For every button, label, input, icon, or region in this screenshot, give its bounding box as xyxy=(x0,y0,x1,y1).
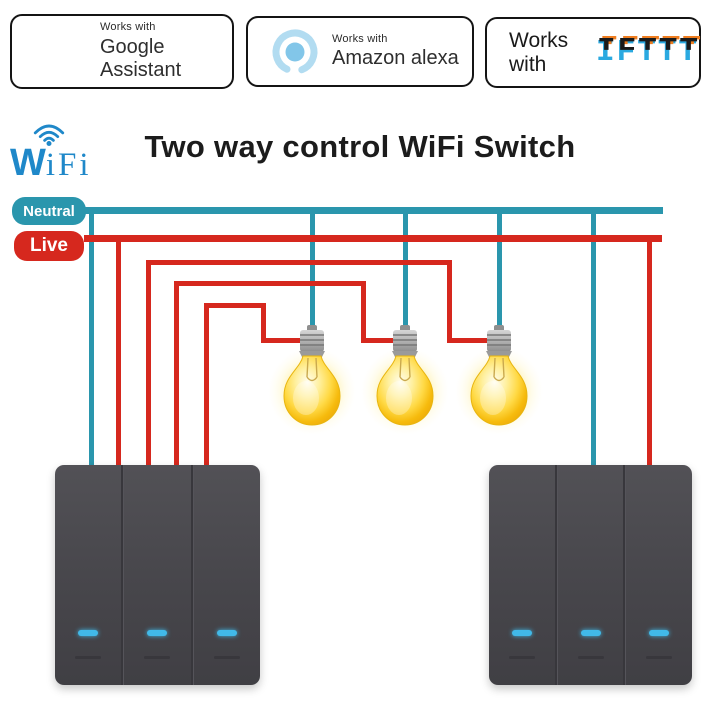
switched-line2-drop xyxy=(361,281,366,343)
neutral-drop-left-switch xyxy=(89,207,94,466)
wall-switch-left-rocker-1 xyxy=(55,465,124,685)
switched-line1-to-bulb-3 xyxy=(447,338,490,343)
led-indicator xyxy=(649,630,670,636)
led-indicator xyxy=(78,630,99,636)
rocker-indent xyxy=(577,656,604,659)
works-with-google-assistant-badge: Works with Google Assistant xyxy=(10,14,234,89)
light-bulb-2 xyxy=(360,325,450,437)
led-indicator xyxy=(580,630,601,636)
switched-line1-run xyxy=(146,260,452,265)
works-with-ifttt-badge: Works with IFTTT IFTTT IFTTT xyxy=(485,17,701,88)
neutral-label-pill: Neutral xyxy=(12,197,86,225)
wall-switch-right-rocker-3 xyxy=(625,465,692,685)
wall-switch-left-rocker-2 xyxy=(123,465,193,685)
live-drop-left-switch xyxy=(116,235,121,466)
neutral-label: Neutral xyxy=(23,202,75,220)
wall-switch-right xyxy=(489,465,692,685)
light-bulb-1 xyxy=(267,325,357,437)
amazon-alexa-label: Amazon alexa xyxy=(332,47,459,70)
light-bulb-3 xyxy=(454,325,544,437)
led-indicator xyxy=(147,630,168,636)
switched-line2-run xyxy=(174,281,366,286)
switched-line3-run xyxy=(204,303,266,308)
wifi-text-rest: iFi xyxy=(45,147,92,183)
switched-line1-riser xyxy=(146,260,151,466)
ifttt-logo: IFTTT IFTTT IFTTT xyxy=(595,33,701,70)
ifttt-logo-black-layer: IFTTT xyxy=(596,33,700,68)
wall-switch-left xyxy=(55,465,260,685)
works-with-label: Works with xyxy=(509,28,569,76)
led-indicator xyxy=(216,630,237,636)
wall-switch-left-rocker-3 xyxy=(192,465,260,685)
neutral-drop-bulb-1 xyxy=(310,207,315,335)
ifttt-logo-blue-layer: IFTTT xyxy=(595,35,699,70)
amazon-alexa-icon xyxy=(272,29,318,74)
switched-line2-to-bulb-2 xyxy=(361,338,397,343)
works-with-amazon-alexa-badge: Works with Amazon alexa xyxy=(246,16,474,87)
page-title: Two way control WiFi Switch xyxy=(144,129,576,164)
wall-switch-right-rocker-1 xyxy=(489,465,557,685)
rocker-indent xyxy=(646,656,673,659)
live-drop-right-switch xyxy=(647,235,652,466)
switched-line2-riser xyxy=(174,281,179,466)
switched-line1-drop xyxy=(447,260,452,343)
works-with-label: Works with xyxy=(100,21,156,34)
led-indicator xyxy=(511,630,532,636)
switched-line3-to-bulb-1 xyxy=(261,338,304,343)
live-label-pill: Live xyxy=(14,231,84,261)
rocker-indent xyxy=(144,656,171,659)
neutral-bus-wire xyxy=(85,207,663,214)
wifi-logo: WiFi xyxy=(8,116,118,188)
rocker-indent xyxy=(508,656,535,659)
rocker-indent xyxy=(213,656,240,659)
live-bus-wire xyxy=(84,235,662,242)
switched-line3-drop xyxy=(261,303,266,343)
wall-switch-right-rocker-2 xyxy=(556,465,626,685)
works-with-label: Works with xyxy=(332,32,388,45)
ifttt-logo-orange-layer: IFTTT xyxy=(599,31,703,66)
google-assistant-label: Google Assistant xyxy=(100,35,182,81)
neutral-drop-bulb-3 xyxy=(497,207,502,335)
wifi-signal-icon xyxy=(33,124,65,146)
neutral-drop-right-switch xyxy=(591,207,596,466)
rocker-indent xyxy=(75,656,102,659)
live-label: Live xyxy=(29,235,69,256)
wifi-text-bold: W xyxy=(10,142,46,184)
switched-line3-riser xyxy=(204,303,209,466)
neutral-drop-bulb-2 xyxy=(403,207,408,335)
